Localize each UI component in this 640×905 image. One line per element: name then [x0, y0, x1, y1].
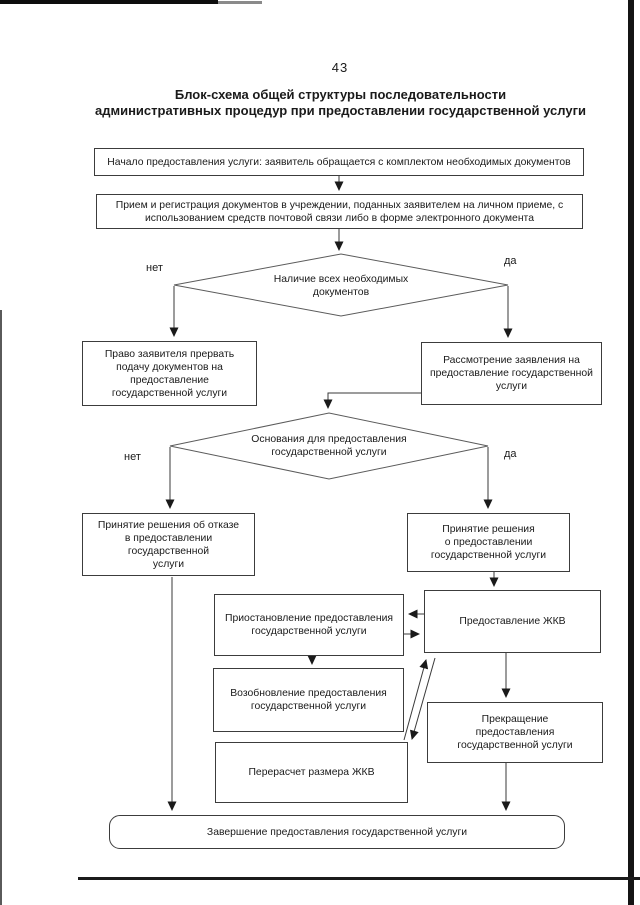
- decision-docs-diamond: [173, 253, 509, 317]
- node-recalc: Перерасчет размера ЖКВ: [215, 742, 408, 803]
- branch-label-yes-1: да: [504, 255, 517, 267]
- node-suspend: Приостановление предоставления государст…: [214, 594, 404, 656]
- node-receive: Прием и регистрация документов в учрежде…: [96, 194, 583, 229]
- node-interrupt: Право заявителя прервать подачу документ…: [82, 341, 257, 406]
- arrow-review-decision2: [323, 392, 421, 409]
- node-review: Рассмотрение заявления на предоставление…: [421, 342, 602, 405]
- branch-label-no-1: нет: [146, 262, 163, 274]
- decision-docs-text: Наличие всех необходимых документов: [273, 274, 409, 298]
- scan-artifact-top-line: [0, 0, 218, 4]
- branch-label-no-2: нет: [124, 451, 141, 463]
- node-refuse: Принятие решения об отказе в предоставле…: [82, 513, 255, 576]
- node-zhkv: Предоставление ЖКВ: [424, 590, 601, 653]
- scan-artifact-right-band: [628, 0, 634, 905]
- arrow-recalc-zhkv: [403, 659, 429, 741]
- node-stop: Прекращение предоставления государственн…: [427, 702, 603, 763]
- page-title: Блок-схема общей структуры последователь…: [94, 87, 586, 118]
- decision-grounds-text: Основания для предоставления государстве…: [251, 434, 407, 458]
- page-number: 43: [331, 60, 349, 75]
- scan-artifact-top-line-fade: [218, 1, 262, 4]
- node-resume: Возобновление предоставления государстве…: [213, 668, 404, 732]
- scan-artifact-left-line: [0, 310, 2, 905]
- node-start: Начало предоставления услуги: заявитель …: [94, 148, 584, 176]
- branch-label-yes-2: да: [504, 448, 517, 460]
- node-grant: Принятие решения о предоставлении госуда…: [407, 513, 570, 572]
- arrow-zhkv-recalc: [409, 657, 436, 740]
- node-end: Завершение предоставления государственно…: [109, 815, 565, 849]
- scan-artifact-bottom-line: [78, 877, 640, 880]
- decision-grounds-diamond: [169, 412, 489, 480]
